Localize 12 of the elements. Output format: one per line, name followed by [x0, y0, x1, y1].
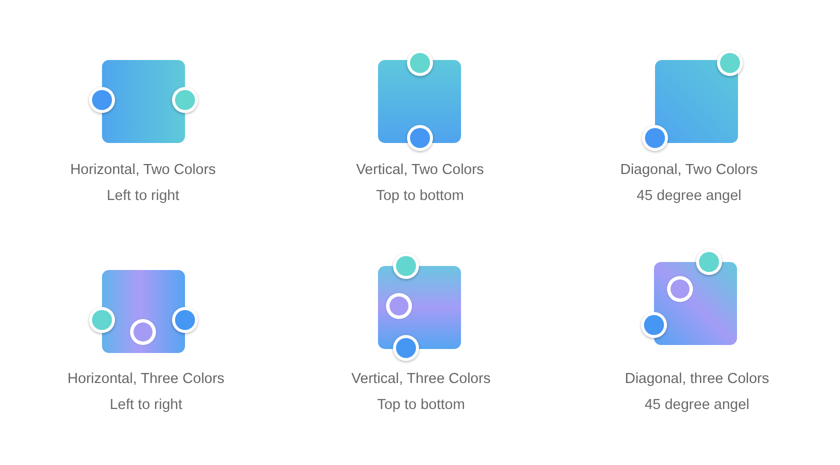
gradient-direction-caption: Top to bottom	[376, 187, 464, 206]
gradient-type-caption: Vertical, Two Colors	[356, 161, 484, 180]
gradient-direction-caption: 45 degree angel	[644, 396, 750, 415]
gradient-type-caption: Vertical, Three Colors	[351, 370, 491, 389]
gradient-direction-caption: Left to right	[110, 396, 182, 415]
gradient-type-caption: Horizontal, Two Colors	[70, 161, 216, 180]
gradient-direction-caption: 45 degree angel	[636, 187, 742, 206]
gradient-direction-caption: Left to right	[106, 187, 180, 206]
gradient-direction-caption: Top to bottom	[377, 396, 465, 415]
gradient-type-caption: Diagonal, Two Colors	[620, 161, 758, 180]
gradient-type-caption: Diagonal, three Colors	[624, 370, 770, 389]
gradient-type-caption: Horizontal, Three Colors	[68, 370, 224, 389]
